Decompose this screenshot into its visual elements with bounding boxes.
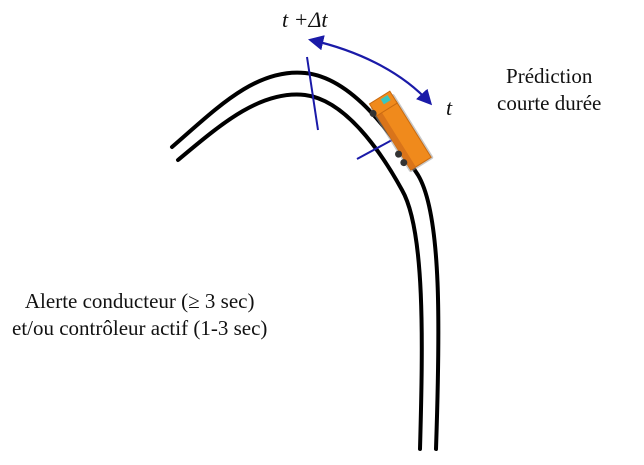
road-inner-edge bbox=[178, 95, 422, 449]
label-alert-line1: Alerte conducteur (≥ 3 sec) bbox=[12, 288, 267, 315]
label-driver-alert: Alerte conducteur (≥ 3 sec) et/ou contrô… bbox=[12, 288, 267, 342]
time-interval-arrow bbox=[311, 40, 430, 103]
marker-future-position bbox=[307, 57, 318, 130]
marker-current-position bbox=[357, 140, 392, 159]
label-short-term-prediction: Prédiction courte durée bbox=[497, 63, 601, 117]
label-time-now: t bbox=[446, 94, 452, 121]
label-time-future: t +Δt bbox=[282, 6, 327, 33]
label-prediction-line2: courte durée bbox=[497, 90, 601, 117]
truck-icon bbox=[365, 90, 434, 175]
label-alert-line2: et/ou contrôleur actif (1-3 sec) bbox=[12, 315, 267, 342]
label-prediction-line1: Prédiction bbox=[497, 63, 601, 90]
